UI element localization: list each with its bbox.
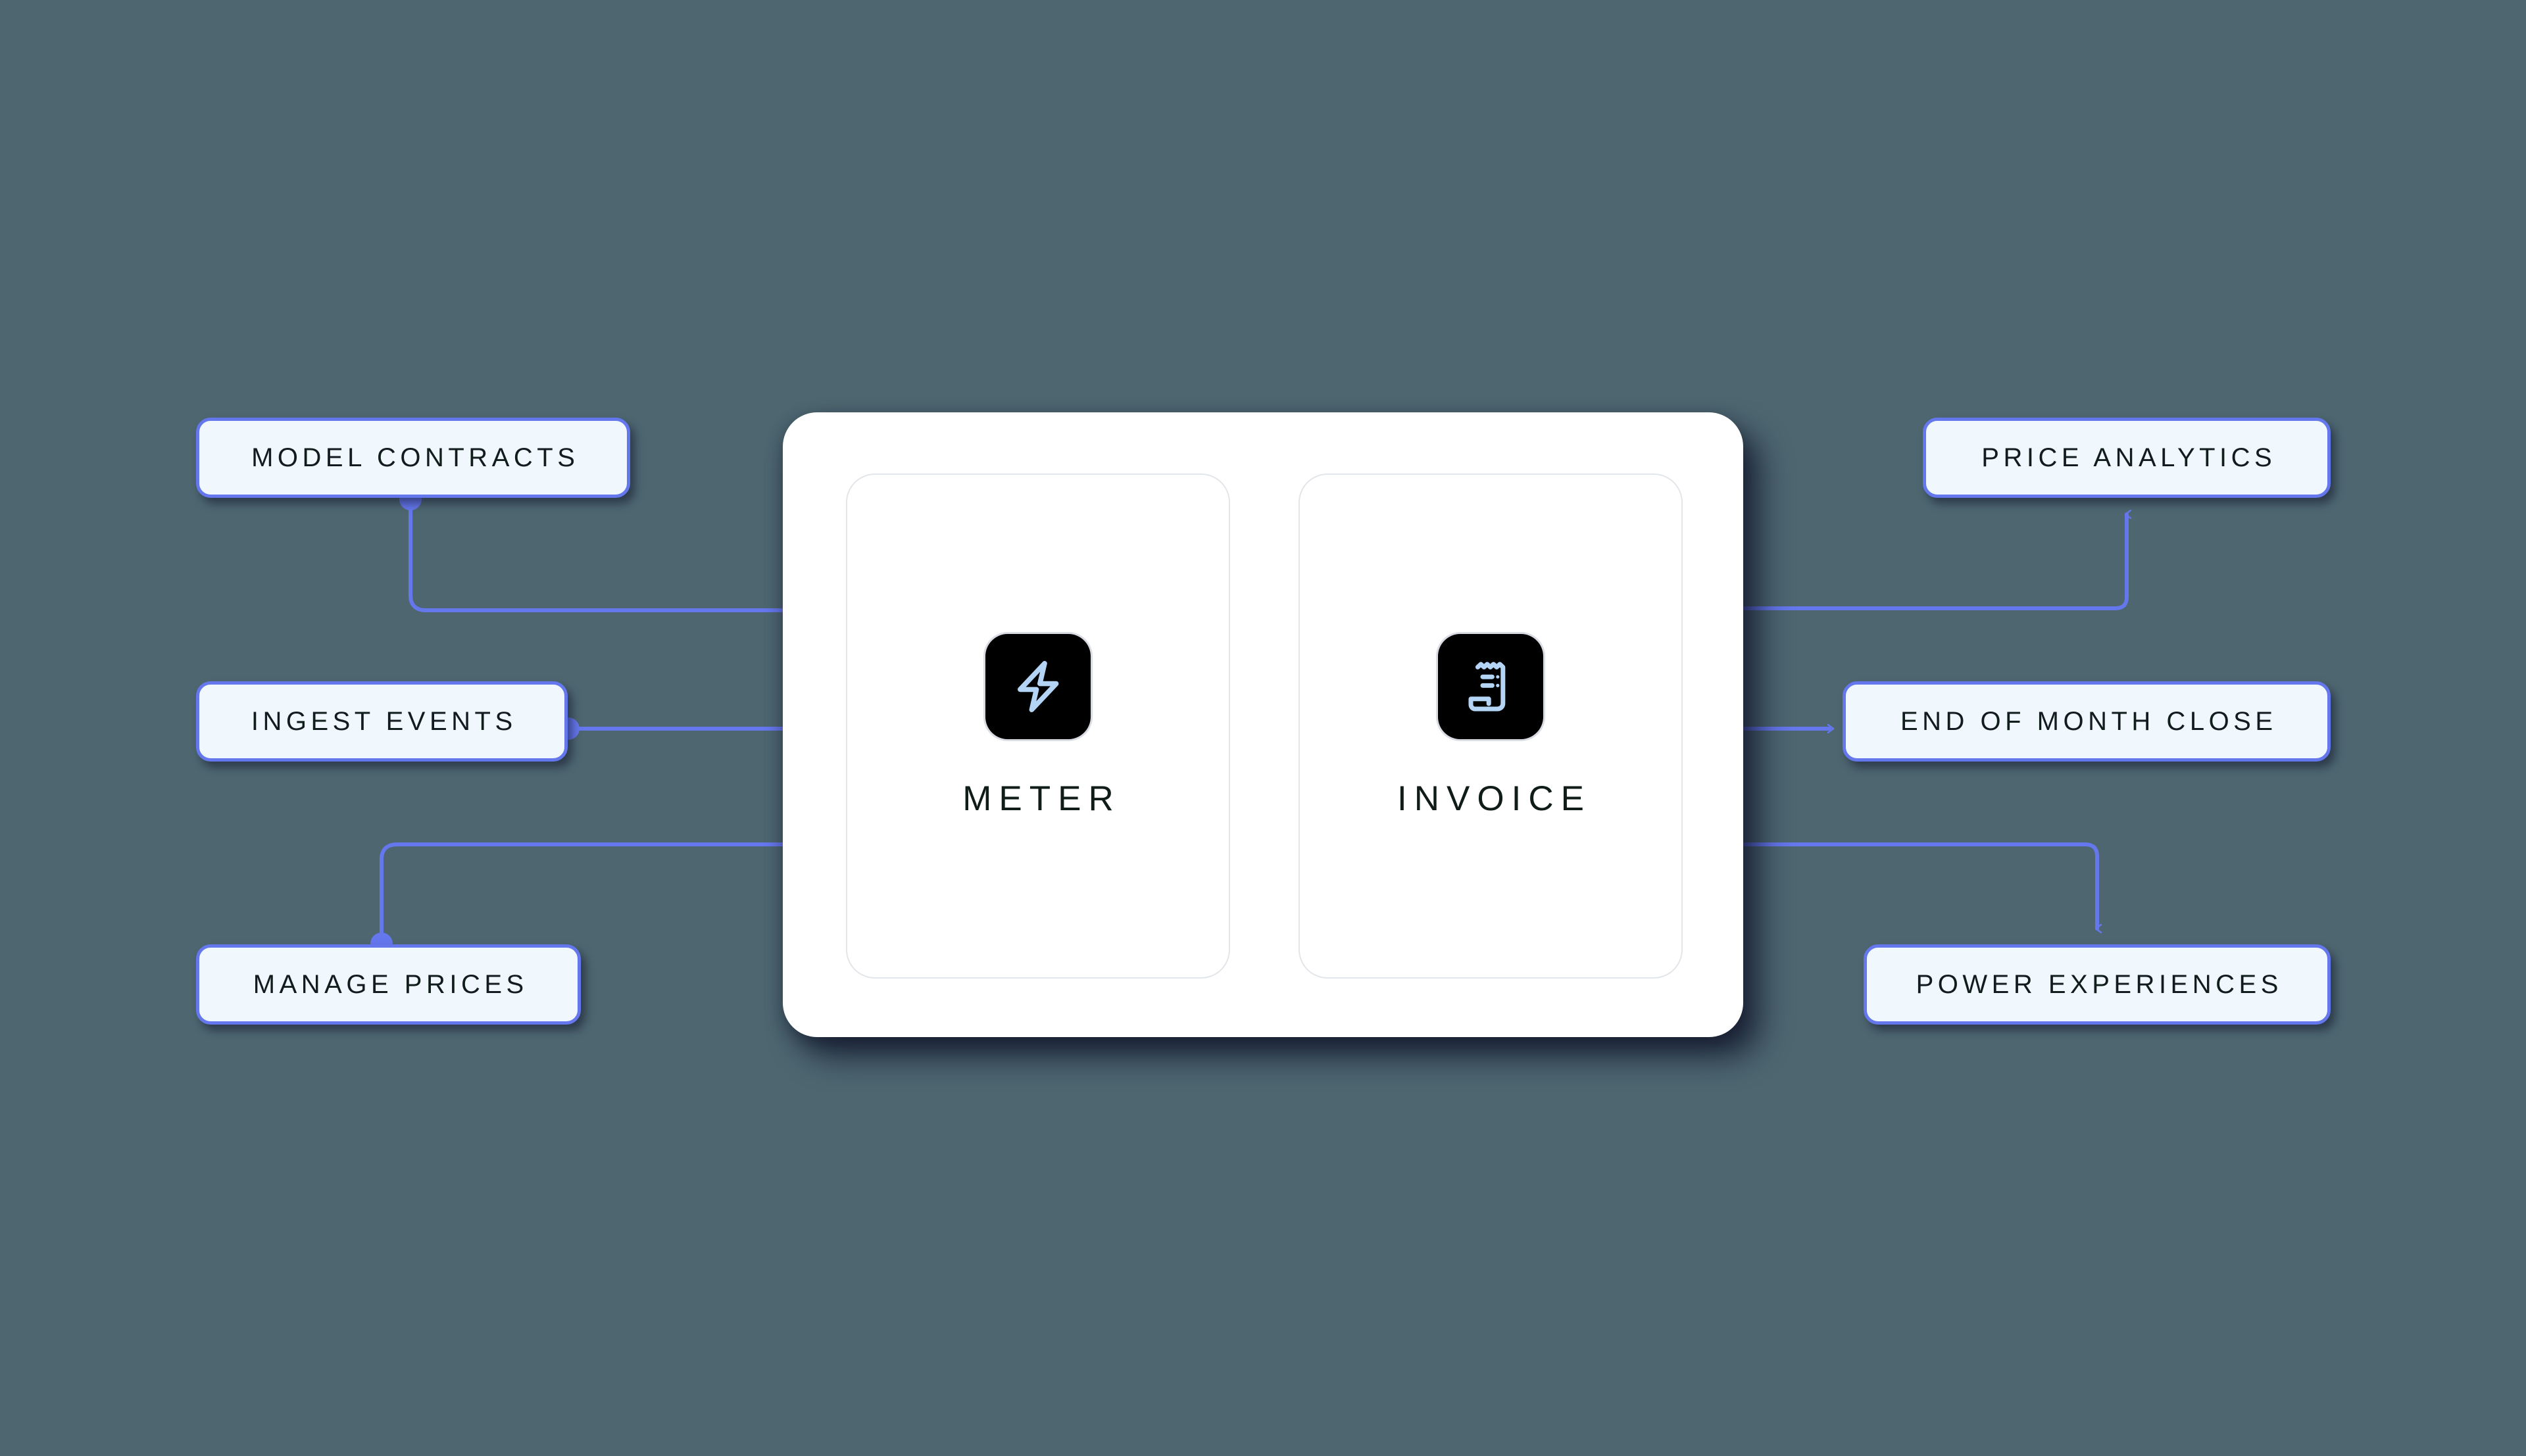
output-chip-label: END OF MONTH CLOSE — [1900, 706, 2277, 736]
input-chip-model-contracts[interactable]: MODEL CONTRACTS — [196, 418, 630, 498]
input-chip-label: MANAGE PRICES — [253, 969, 528, 999]
core-card-invoice[interactable]: INVOICE — [1299, 473, 1683, 979]
core-card-meter[interactable]: METER — [846, 473, 1230, 979]
output-chip-label: POWER EXPERIENCES — [1916, 969, 2283, 999]
connector-model-contracts — [409, 498, 830, 610]
input-chip-ingest-events[interactable]: INGEST EVENTS — [196, 681, 568, 762]
core-card-label: INVOICE — [1397, 779, 1591, 818]
input-chip-label: MODEL CONTRACTS — [251, 443, 580, 472]
core-card-label: METER — [962, 779, 1121, 818]
output-chip-end-of-month-close[interactable]: END OF MONTH CLOSE — [1843, 681, 2331, 762]
connector-price-analytics — [1704, 514, 2127, 610]
output-chip-label: PRICE ANALYTICS — [1981, 443, 2277, 472]
core-cards: METER INVOICE — [846, 473, 1683, 979]
input-chip-label: INGEST EVENTS — [251, 706, 517, 736]
input-chip-manage-prices[interactable]: MANAGE PRICES — [196, 944, 581, 1025]
connector-power-experiences — [1704, 842, 2097, 929]
connector-manage-prices — [380, 844, 830, 945]
output-chip-price-analytics[interactable]: PRICE ANALYTICS — [1923, 418, 2331, 498]
output-chip-power-experiences[interactable]: POWER EXPERIENCES — [1864, 944, 2331, 1025]
lightning-bolt-icon — [985, 633, 1091, 739]
receipt-icon — [1438, 633, 1543, 739]
